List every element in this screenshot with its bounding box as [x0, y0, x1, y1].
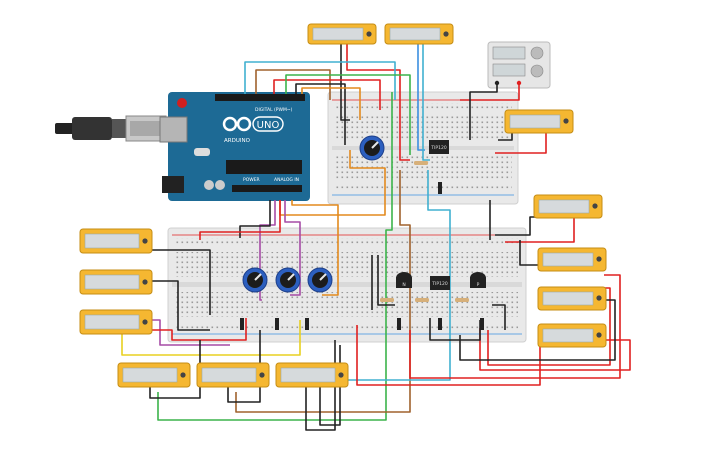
multimeter-right-2[interactable]	[537, 247, 607, 272]
diodes[interactable]	[240, 182, 484, 330]
multimeter-right-3[interactable]	[537, 286, 607, 311]
npn-transistor[interactable]: N	[396, 272, 412, 288]
current-knob[interactable]	[530, 64, 544, 78]
multimeter-right-1[interactable]	[533, 194, 603, 219]
reset-button[interactable]	[177, 98, 187, 108]
npn-label: N	[402, 282, 405, 288]
breadboard-bottom[interactable]	[167, 227, 527, 343]
multimeter-left-3[interactable]	[79, 309, 153, 335]
multimeter-top-2[interactable]	[384, 23, 454, 45]
board-logo-text: UNO	[257, 120, 280, 131]
multimeter-right-4[interactable]	[537, 323, 607, 348]
digital-header-label: DIGITAL (PWM~)	[255, 107, 293, 113]
multimeter-bottom-1[interactable]	[117, 362, 191, 388]
voltage-knob[interactable]	[530, 46, 544, 60]
arduino-logo-icon	[222, 116, 252, 132]
resistors[interactable]	[380, 161, 469, 302]
power-supply[interactable]	[487, 41, 551, 89]
potentiometer-3[interactable]	[307, 267, 333, 293]
multimeter-left-1[interactable]	[79, 228, 153, 254]
usb-cable[interactable]	[55, 115, 167, 142]
multimeter-bottom-3[interactable]	[275, 362, 349, 388]
multimeter-right-top[interactable]	[504, 109, 574, 134]
tip120-bottom-chip[interactable]: TIP120	[430, 276, 450, 290]
multimeter-left-2[interactable]	[79, 269, 153, 295]
multimeter-bottom-2[interactable]	[196, 362, 270, 388]
tip120-top-chip[interactable]: TIP120	[429, 140, 449, 154]
potentiometer-top[interactable]	[359, 135, 385, 161]
tip120-bottom-label: TIP120	[431, 281, 448, 287]
multimeter-top-1[interactable]	[307, 23, 377, 45]
power-header-label: POWER	[243, 177, 260, 183]
arduino-uno-board[interactable]: UNO ARDUINO DIGITAL (PWM~) POWER ANALOG …	[159, 92, 310, 201]
wires[interactable]	[121, 44, 631, 431]
atmega-chip	[226, 160, 302, 174]
power-analog-header[interactable]	[232, 185, 302, 192]
potentiometer-1[interactable]	[242, 267, 268, 293]
board-model-text: ARDUINO	[224, 138, 251, 144]
potentiometer-2[interactable]	[275, 267, 301, 293]
pnp-label: P	[477, 282, 480, 288]
pnp-transistor[interactable]: P	[470, 272, 486, 288]
analog-header-label: ANALOG IN	[274, 177, 299, 183]
digital-header[interactable]	[215, 94, 305, 101]
tip120-top-label: TIP120	[430, 145, 447, 151]
